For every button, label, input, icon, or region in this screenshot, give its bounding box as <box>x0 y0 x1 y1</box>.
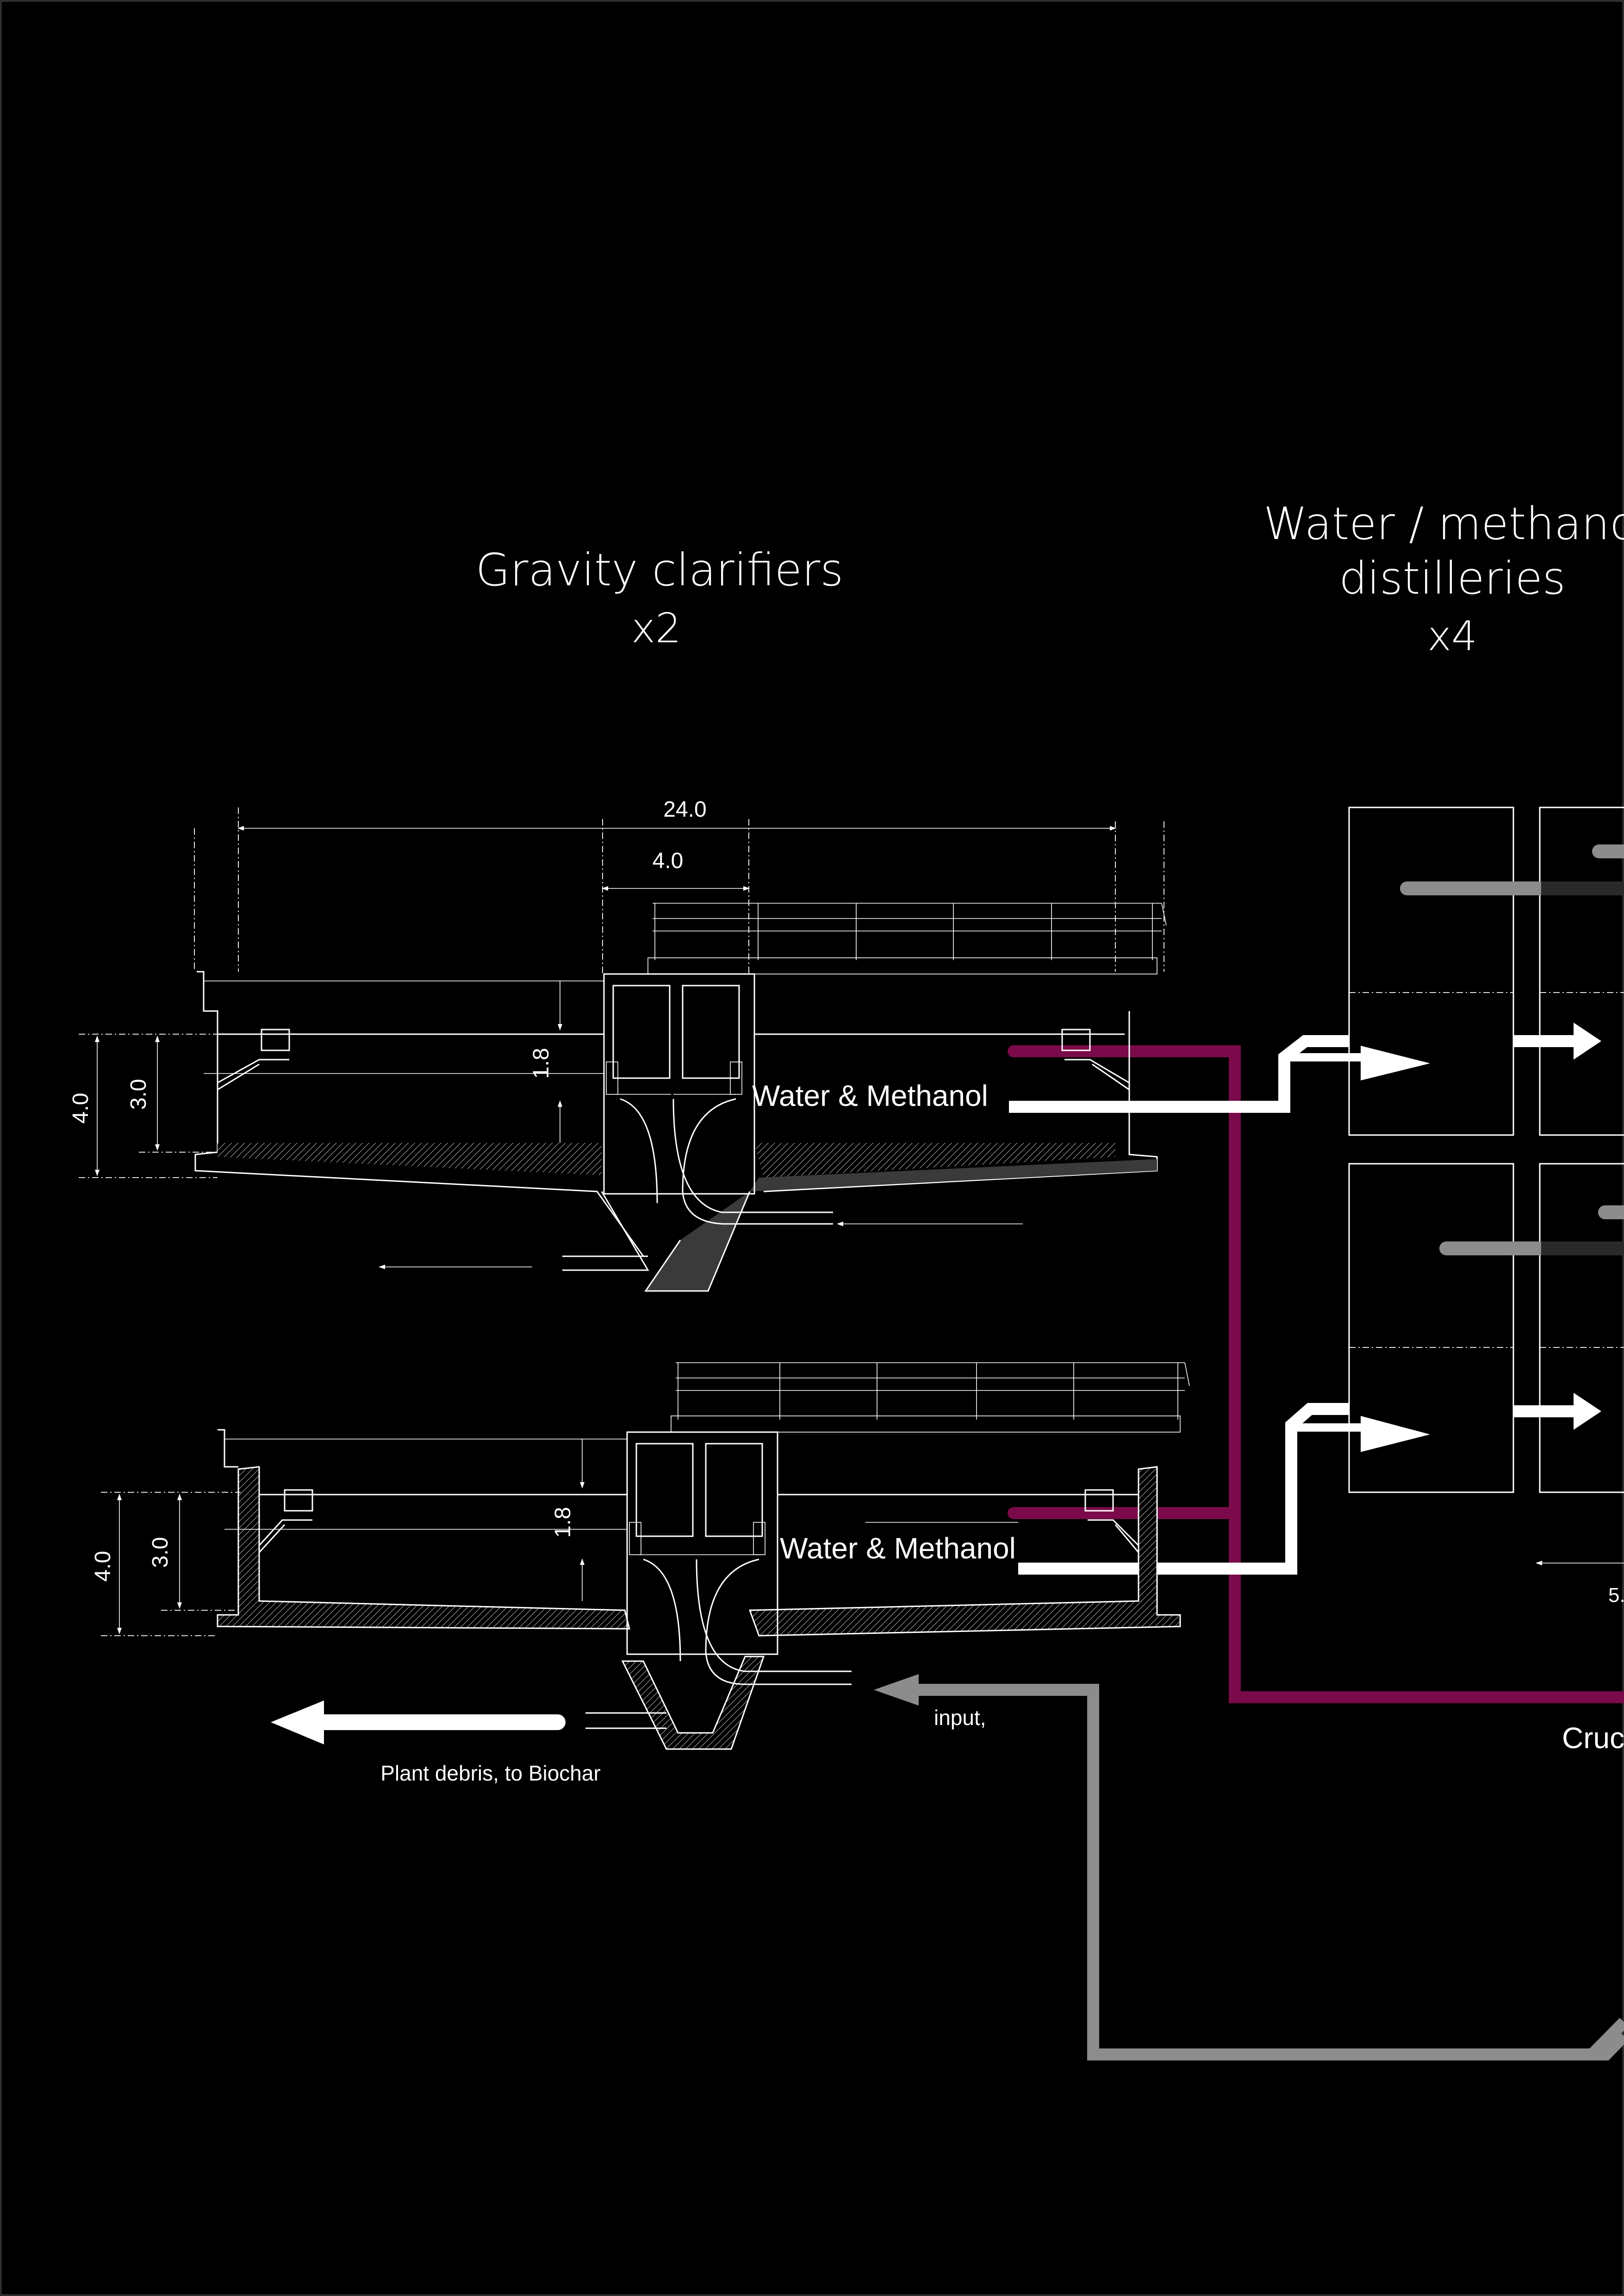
distillery-units <box>1348 807 1624 1493</box>
walkway-railing <box>647 903 1167 974</box>
return-pipe <box>907 1684 1624 2060</box>
dim-top-baffle: 1.8 <box>529 1048 554 1079</box>
clarifiers-count: x2 <box>631 604 681 652</box>
arrow-icon <box>1574 1023 1601 1060</box>
dim-bottom-depth-outer: 4.0 <box>91 1551 115 1582</box>
walkway-railing <box>671 1362 1190 1433</box>
bottom-outlet-label: Water & Methanol <box>780 1532 1016 1565</box>
crude-label: Cruc <box>1562 1721 1624 1755</box>
clarifier-bottom: 4.0 3.0 1.8 5. Water & Methanol input, P… <box>91 1362 1624 1785</box>
clamp <box>606 1061 618 1095</box>
tank-right-wall <box>748 1466 1181 1637</box>
dim-top-depth-outer: 4.0 <box>68 1093 93 1124</box>
dim-bottom-depth-inner: 3.0 <box>148 1537 173 1568</box>
clamp <box>629 1522 641 1555</box>
return-pipe-diag <box>1587 2017 1624 2059</box>
tank-left-rim <box>218 1429 238 1468</box>
clamp <box>753 1522 765 1555</box>
scraper-left <box>217 1029 290 1091</box>
crude-pipe-main <box>1008 1045 1624 1703</box>
arrow-icon <box>1361 1046 1430 1080</box>
feed-pipe-bottom <box>1018 1403 1349 1575</box>
feed-pipe-top <box>1009 1035 1349 1113</box>
feed-arrowheads <box>1361 1023 1601 1452</box>
tank-left-wall <box>217 1466 630 1630</box>
dim-overall-width: 24.0 <box>663 797 706 822</box>
tank-left-wall <box>194 971 645 1257</box>
input-label: input, <box>934 1706 986 1730</box>
scraper-right <box>1061 1029 1130 1091</box>
dimension-lines-top <box>79 807 1164 1178</box>
distillery-unit-1 <box>1348 807 1514 1136</box>
baffle <box>612 985 671 1079</box>
dimension-lines-bottom <box>101 1439 1624 1636</box>
dim-spacing: 5. <box>1608 1584 1624 1607</box>
distilleries-subtitle: distilleries <box>1339 552 1566 604</box>
crude-pipe-network <box>1008 1045 1624 1703</box>
feed-pipes <box>1009 1035 1583 1575</box>
scraper-left <box>258 1489 313 1553</box>
inlet-pipe-inner <box>696 1559 852 1672</box>
center-well <box>626 1431 778 1655</box>
dim-center-width: 4.0 <box>653 849 684 873</box>
center-well <box>603 973 755 1195</box>
clarifier-top: 24.0 4.0 4.0 3.0 1.8 Water & Methanol <box>68 797 1167 1292</box>
return-pipe-network <box>907 1684 1624 2060</box>
sludge-bed <box>218 1143 602 1175</box>
scraper-right <box>1084 1489 1139 1553</box>
drain-chute <box>644 1191 751 1292</box>
top-outlet-label: Water & Methanol <box>752 1079 988 1112</box>
distilleries-count: x4 <box>1427 612 1477 660</box>
distillery-unit-3 <box>1348 1163 1514 1493</box>
tank-left-floor <box>567 1191 649 1271</box>
arrow-icon <box>1361 1416 1430 1452</box>
input-arrow-head <box>874 1674 919 1706</box>
clamp <box>730 1061 742 1095</box>
tank-right-floor <box>750 1159 1157 1191</box>
clarifiers-title: Gravity clarifiers <box>476 544 844 596</box>
inlet-pipe <box>682 1098 833 1225</box>
dim-top-depth-inner: 3.0 <box>126 1079 151 1110</box>
inlet-pipe-inner <box>672 1098 833 1213</box>
drain-chute <box>621 1656 765 1750</box>
inlet-pipe <box>705 1558 852 1685</box>
arrow-icon <box>1574 1393 1601 1430</box>
inlet-curve <box>643 1558 681 1662</box>
sludge-bed <box>754 1143 1115 1178</box>
baffle <box>682 985 740 1079</box>
tank-right-wall <box>763 1011 1158 1192</box>
inlet-curve <box>620 1098 658 1204</box>
debris-arrow-icon <box>271 1700 324 1744</box>
distillery-unit-4 <box>1539 1163 1624 1493</box>
baffle <box>705 1443 763 1537</box>
clarifiers-title-group: Gravity clarifiers x2 <box>476 544 844 652</box>
baffle <box>635 1443 694 1537</box>
distillery-unit-2 <box>1539 807 1624 1136</box>
distilleries-title-group: Water / methanol distilleries x4 <box>1263 498 1624 660</box>
distilleries-title: Water / methanol <box>1263 498 1624 550</box>
debris-label: Plant debris, to Biochar <box>380 1761 601 1785</box>
dim-bottom-baffle: 1.8 <box>551 1507 575 1538</box>
